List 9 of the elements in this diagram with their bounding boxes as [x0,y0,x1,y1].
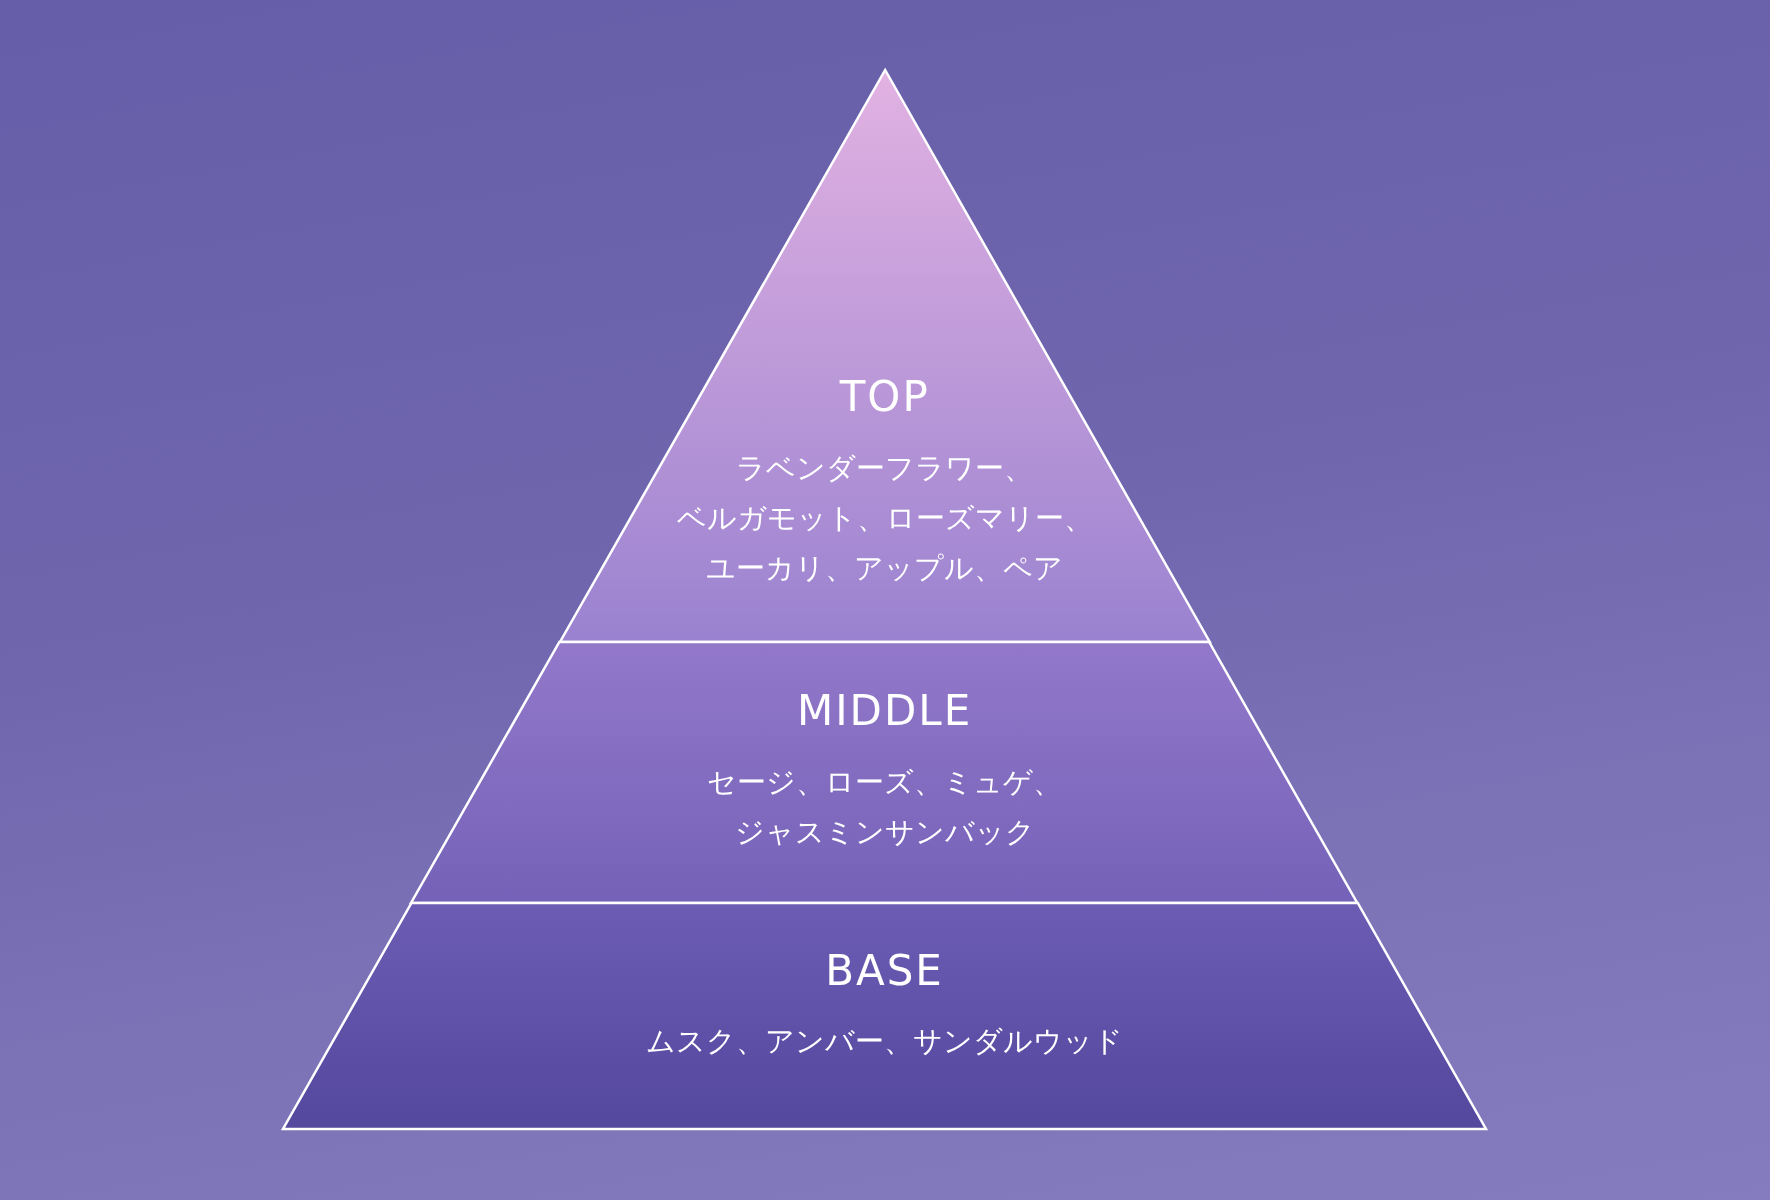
layer-heading: TOP [838,372,931,422]
pyramid-base-band [283,903,1486,1129]
note-list: ラベンダーフラワー、ベルガモット、ローズマリー、ユーカリ、アップル、ペア [559,443,1210,593]
note-list: ムスク、アンバー、サンダルウッド [283,1016,1486,1066]
note-list: セージ、ローズ、ミュゲ、ジャスミンサンバック [411,757,1358,857]
layer-heading: BASE [824,946,945,996]
layer-heading: MIDDLE [795,686,974,736]
pyramid-middle-band [411,642,1358,903]
pyramid-top-band [559,70,1210,642]
